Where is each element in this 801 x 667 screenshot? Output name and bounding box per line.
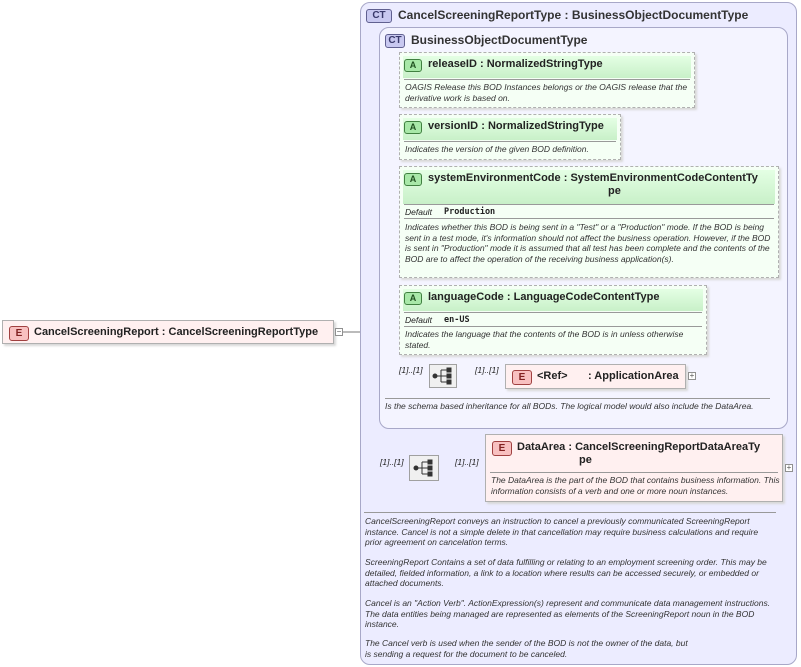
attribute-doc: Indicates the version of the given BOD d… bbox=[405, 144, 589, 154]
complex-type-badge: CT bbox=[366, 9, 392, 23]
attribute-name: systemEnvironmentCode bbox=[428, 172, 561, 184]
data-area-doc: The DataArea is the part of the BOD that… bbox=[491, 475, 780, 496]
attribute-name: versionID bbox=[428, 120, 479, 132]
type-separator: : bbox=[481, 120, 488, 132]
attribute-type-continued: pe bbox=[608, 185, 621, 197]
attribute-badge: A bbox=[404, 292, 422, 305]
type-doc-paragraph: The Cancel verb is used when the sender … bbox=[365, 638, 688, 659]
type-separator: : bbox=[480, 58, 487, 70]
attribute-type: LanguageCodeContentType bbox=[513, 291, 660, 303]
type-separator: : bbox=[161, 326, 169, 338]
root-element-type: CancelScreeningReportType bbox=[168, 326, 319, 338]
type-separator: : bbox=[506, 291, 514, 303]
expand-toggle[interactable]: + bbox=[785, 463, 793, 472]
data-area-type: CancelScreeningReportDataAreaTy bbox=[575, 441, 761, 453]
element-badge: E bbox=[492, 441, 512, 456]
default-label: Default bbox=[405, 207, 432, 217]
element-badge: E bbox=[512, 370, 532, 385]
inner-complex-type-doc: Is the schema based inheritance for all … bbox=[385, 401, 754, 411]
attribute-name: releaseID bbox=[428, 58, 477, 70]
attribute-type: NormalizedStringType bbox=[486, 58, 603, 70]
attribute-type: SystemEnvironmentCodeContentTy bbox=[570, 172, 758, 184]
cardinality-label: [1]..[1] bbox=[475, 365, 499, 375]
cardinality-label: [1]..[1] bbox=[399, 365, 423, 375]
complex-type-badge: CT bbox=[385, 34, 405, 48]
attribute-doc: Indicates whether this BOD is being sent… bbox=[405, 222, 771, 264]
type-separator: : bbox=[563, 172, 571, 184]
expand-toggle[interactable]: + bbox=[688, 371, 696, 380]
doc-separator bbox=[364, 512, 776, 513]
root-element-name: CancelScreeningReport bbox=[34, 326, 159, 338]
cardinality-label: [1]..[1] bbox=[455, 457, 479, 467]
attribute-language-code[interactable]: A languageCode : LanguageCodeContentType… bbox=[399, 285, 707, 355]
inner-complex-type-title: BusinessObjectDocumentType bbox=[411, 33, 588, 47]
ref-label: <Ref> bbox=[537, 370, 568, 382]
doc-separator bbox=[385, 398, 770, 399]
default-value: en-US bbox=[444, 315, 470, 325]
default-value: Production bbox=[444, 207, 496, 217]
data-area-type-continued: pe bbox=[579, 454, 592, 466]
type-doc-paragraph: CancelScreeningReport conveys an instruc… bbox=[365, 516, 759, 547]
application-area-name: : ApplicationArea bbox=[588, 370, 679, 382]
type-doc-paragraph: Cancel is an "Action Verb". ActionExpres… bbox=[365, 598, 771, 629]
sequence-icon bbox=[413, 459, 433, 477]
cardinality-label: [1]..[1] bbox=[380, 457, 404, 467]
element-badge: E bbox=[9, 326, 29, 341]
attribute-release-id[interactable]: A releaseID : NormalizedStringType OAGIS… bbox=[399, 52, 695, 108]
attribute-version-id[interactable]: A versionID : NormalizedStringType Indic… bbox=[399, 114, 621, 160]
attribute-doc: OAGIS Release this BOD Instances belongs… bbox=[405, 82, 688, 103]
collapse-toggle[interactable]: − bbox=[335, 327, 343, 336]
root-element[interactable]: E CancelScreeningReport : CancelScreenin… bbox=[2, 320, 334, 344]
attribute-doc: Indicates the language that the contents… bbox=[405, 329, 684, 350]
default-label: Default bbox=[405, 315, 432, 325]
attribute-badge: A bbox=[404, 121, 422, 134]
data-area-name: DataArea bbox=[517, 441, 566, 453]
attribute-badge: A bbox=[404, 173, 422, 186]
attribute-type: NormalizedStringType bbox=[487, 120, 604, 132]
type-doc-paragraph: ScreeningReport Contains a set of data f… bbox=[365, 557, 767, 588]
type-separator: : bbox=[568, 441, 576, 453]
attribute-name: languageCode bbox=[428, 291, 504, 303]
attribute-system-environment-code[interactable]: A systemEnvironmentCode : SystemEnvironm… bbox=[399, 166, 779, 278]
outer-complex-type-title: CancelScreeningReportType : BusinessObje… bbox=[398, 8, 749, 22]
sequence-compositor[interactable] bbox=[409, 455, 439, 481]
attribute-badge: A bbox=[404, 59, 422, 72]
sequence-compositor[interactable] bbox=[429, 364, 457, 388]
sequence-icon bbox=[432, 367, 452, 385]
data-area-element[interactable]: E DataArea : CancelScreeningReportDataAr… bbox=[485, 434, 783, 502]
application-area-element[interactable]: E <Ref> : ApplicationArea bbox=[505, 364, 686, 389]
